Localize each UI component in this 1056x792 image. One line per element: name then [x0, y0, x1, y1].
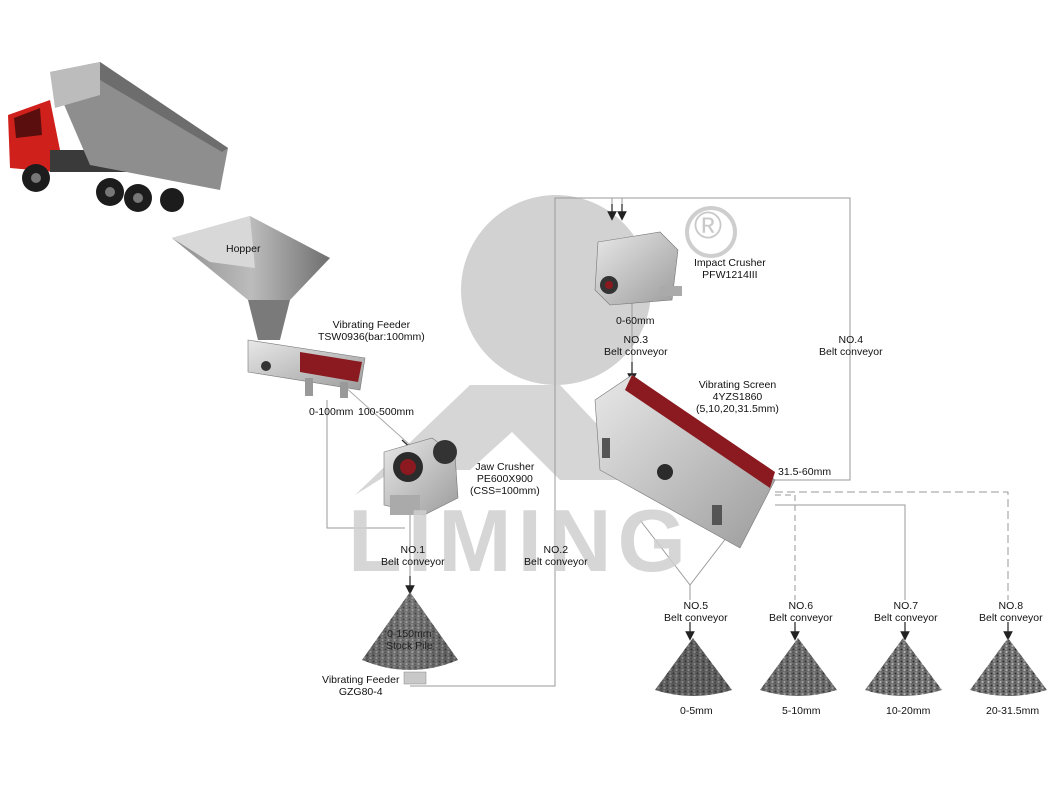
hopper [172, 216, 330, 340]
vibrating-feeder-1 [247, 339, 366, 398]
product-pile-10-20 [865, 638, 942, 696]
vibrating-screen [594, 374, 776, 549]
product-pile-5-10 [760, 638, 837, 696]
product-label-5-10: 5-10mm [782, 705, 821, 717]
product-piles [655, 638, 1047, 696]
jaw-crusher [383, 437, 459, 516]
watermark-brand-text: LIMING [348, 491, 692, 590]
product-label-20-31-5: 20-31.5mm [986, 705, 1040, 717]
dump-truck [8, 62, 228, 212]
product-label-0-5: 0-5mm [680, 705, 713, 717]
feeder-fine-size-label: 0-100mm [309, 406, 354, 418]
registered-mark-icon [685, 206, 737, 258]
product-label-10-20: 10-20mm [886, 705, 931, 717]
flow-lines [326, 197, 1009, 687]
hopper-label: Hopper [226, 243, 261, 255]
feeder-coarse-size-label: 100-500mm [358, 406, 415, 418]
impact-output-size-label: 0-60mm [616, 315, 655, 327]
product-pile-20-31-5 [970, 638, 1047, 696]
stock-pile [362, 592, 458, 685]
impact-crusher [594, 231, 682, 306]
screen-oversize-label: 31.5-60mm [778, 466, 832, 478]
registered-mark-text: ® [694, 205, 722, 247]
product-pile-0-5 [655, 638, 732, 696]
